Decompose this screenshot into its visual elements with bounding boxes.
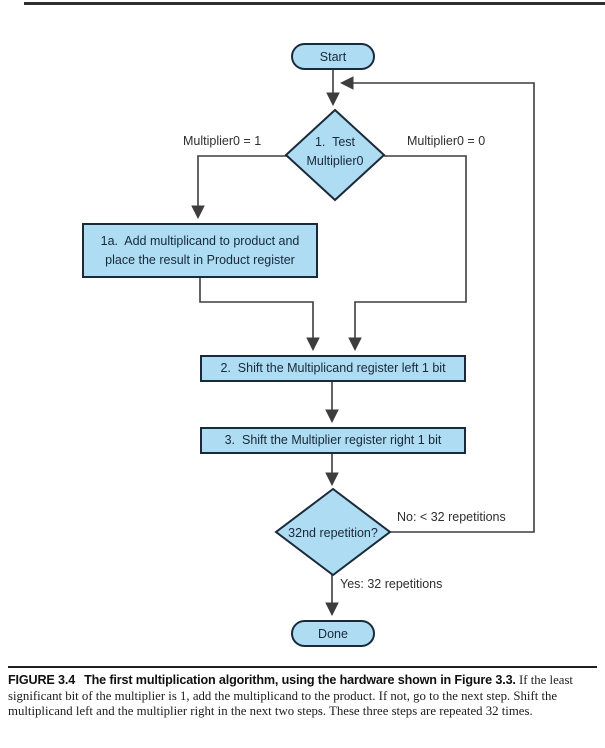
box-3-shift-multiplier: 3. Shift the Multiplier register right 1…: [200, 427, 466, 454]
decision1-line1: 1. Test: [314, 135, 356, 149]
branch-label-no: No: < 32 repetitions: [397, 510, 506, 524]
box3-label: 3. Shift the Multiplier register right 1…: [224, 433, 442, 447]
branch-label-multiplier0-eq-0: Multiplier0 = 0: [407, 134, 486, 148]
edge-loopback-no: [339, 76, 535, 533]
decision-32nd-repetition-shape: [274, 487, 392, 577]
caption-bold-title: The first multiplication algorithm, usin…: [84, 673, 516, 687]
done-label: Done: [318, 626, 348, 641]
decision1-line2: Multiplier0: [306, 154, 364, 168]
edge-test-to-box2: [348, 155, 467, 352]
caption-body: If the least significant bit of the mult…: [8, 673, 573, 718]
caption-rule: [8, 666, 597, 668]
done-node: Done: [291, 620, 375, 647]
edge-test-to-box1a: [191, 155, 287, 220]
edge-box1a-to-box2: [199, 277, 320, 352]
decision-32nd-repetition-text: 32nd repetition?: [276, 524, 390, 543]
box2-label: 2. Shift the Multiplicand register left …: [220, 361, 446, 375]
start-node: Start: [291, 43, 375, 70]
figure-caption: FIGURE 3.4 The first multiplication algor…: [8, 673, 600, 720]
branch-label-multiplier0-eq-1: Multiplier0 = 1: [183, 134, 262, 148]
box-2-shift-multiplicand: 2. Shift the Multiplicand register left …: [200, 355, 466, 382]
decision-test-multiplier0-text: 1. Test Multiplier0: [280, 133, 390, 171]
top-rule: [24, 2, 605, 5]
decision-test-multiplier0-shape: [284, 108, 386, 202]
decision2-label: 32nd repetition?: [288, 526, 378, 540]
box1a-line2: place the result in Product register: [105, 252, 295, 267]
caption-figure-label: FIGURE 3.4: [8, 673, 76, 687]
start-label: Start: [319, 49, 347, 64]
branch-label-yes: Yes: 32 repetitions: [340, 577, 443, 591]
box1a-line1: 1a. Add multiplicand to product and: [100, 233, 300, 248]
box-1a-add-multiplicand: 1a. Add multiplicand to product and plac…: [82, 223, 318, 278]
